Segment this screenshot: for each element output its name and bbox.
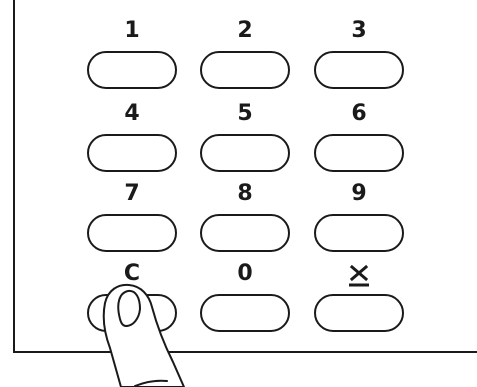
key-8-label: 8: [200, 180, 290, 208]
key-8-button[interactable]: [200, 214, 290, 252]
key-7-button[interactable]: [87, 214, 177, 252]
key-9-button[interactable]: [314, 214, 404, 252]
key-0-button[interactable]: [200, 294, 290, 332]
key-2-label: 2: [200, 17, 290, 45]
key-7-label: 7: [87, 180, 177, 208]
key-4-button[interactable]: [87, 134, 177, 172]
key-4-label: 4: [87, 100, 177, 128]
key-7: 7: [87, 180, 177, 255]
key-c-label: C: [87, 260, 177, 288]
key-2: 2: [200, 17, 290, 92]
key-6-button[interactable]: [314, 134, 404, 172]
clear-entry-icon: [345, 262, 373, 290]
key-1-label: 1: [87, 17, 177, 45]
key-6-label: 6: [314, 100, 404, 128]
key-5-label: 5: [200, 100, 290, 128]
key-0-label: 0: [200, 260, 290, 288]
key-3: 3: [314, 17, 404, 92]
key-c: C: [87, 260, 177, 335]
key-3-label: 3: [314, 17, 404, 45]
key-6: 6: [314, 100, 404, 175]
key-clear-entry: [314, 260, 404, 335]
key-4: 4: [87, 100, 177, 175]
key-1: 1: [87, 17, 177, 92]
key-1-button[interactable]: [87, 51, 177, 89]
key-0: 0: [200, 260, 290, 335]
key-9: 9: [314, 180, 404, 255]
key-5-button[interactable]: [200, 134, 290, 172]
key-2-button[interactable]: [200, 51, 290, 89]
key-9-label: 9: [314, 180, 404, 208]
key-3-button[interactable]: [314, 51, 404, 89]
key-c-button[interactable]: [87, 294, 177, 332]
key-clear-entry-button[interactable]: [314, 294, 404, 332]
key-5: 5: [200, 100, 290, 175]
key-8: 8: [200, 180, 290, 255]
